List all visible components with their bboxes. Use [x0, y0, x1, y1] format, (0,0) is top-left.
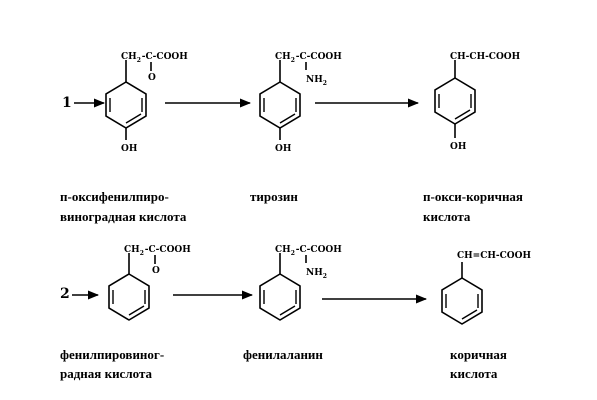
benzene-ring [441, 277, 483, 325]
side-chain-formula: CH2 -C-COOH [275, 245, 342, 257]
phenylpyruvic-acid-structure: CH2 -C-COOH O [108, 245, 191, 321]
phenylalanine-structure: CH2 -C-COOH NH2 [259, 245, 342, 321]
name-hydroxyphenylpyruvic-line2: виноградная кислота [60, 209, 187, 224]
carbonyl-oxygen: O [148, 73, 156, 83]
route-2-number: 2 [60, 286, 70, 302]
name-phenylalanine: фенилаланин [243, 347, 323, 362]
hydroxycinnamic-acid-structure: CH-CH-COOH OH [434, 52, 521, 152]
side-chain-formula: CH-CH-COOH [450, 52, 521, 62]
name-phenylpyruvic-line1: фенилпировиног- [60, 347, 164, 362]
benzene-ring [434, 77, 476, 125]
name-cinnamic-line1: коричная [450, 347, 507, 362]
para-substituent: OH [121, 144, 138, 154]
side-chain-formula: CH=CH-COOH [457, 251, 531, 261]
benzene-ring [259, 273, 301, 321]
route-2: 2 CH2 -C-COOH O CH2 -C-COOH NH2 [60, 245, 531, 381]
side-chain-formula: CH2 -C-COOH [275, 52, 342, 64]
tyrosine-structure: CH2 -C-COOH NH2 OH [259, 52, 342, 154]
name-phenylpyruvic-line2: радная кислота [60, 366, 152, 381]
hydroxyphenylpyruvic-acid-structure: CH2 -C-COOH O OH [105, 52, 188, 154]
para-substituent: OH [275, 144, 292, 154]
route-1-number: 1 [62, 95, 72, 111]
amino-group: NH2 [306, 268, 328, 280]
benzene-ring [259, 81, 301, 129]
benzene-ring [108, 273, 150, 321]
name-hydroxycinnamic-line1: п-окси-коричная [423, 189, 523, 204]
route-1: 1 CH2 -C-COOH O OH CH2 -C-COOH NH2 [60, 52, 523, 224]
benzene-ring [105, 81, 147, 129]
name-hydroxyphenylpyruvic-line1: п-оксифенилпиро- [60, 189, 169, 204]
side-chain-formula: CH2 -C-COOH [121, 52, 188, 64]
side-chain-formula: CH2 -C-COOH [124, 245, 191, 257]
name-cinnamic-line2: кислота [450, 366, 498, 381]
amino-group: NH2 [306, 75, 328, 87]
name-tyrosine: тирозин [250, 189, 298, 204]
para-substituent: OH [450, 142, 467, 152]
cinnamic-acid-structure: CH=CH-COOH [441, 251, 531, 325]
carbonyl-oxygen: O [152, 266, 160, 276]
name-hydroxycinnamic-line2: кислота [423, 209, 471, 224]
